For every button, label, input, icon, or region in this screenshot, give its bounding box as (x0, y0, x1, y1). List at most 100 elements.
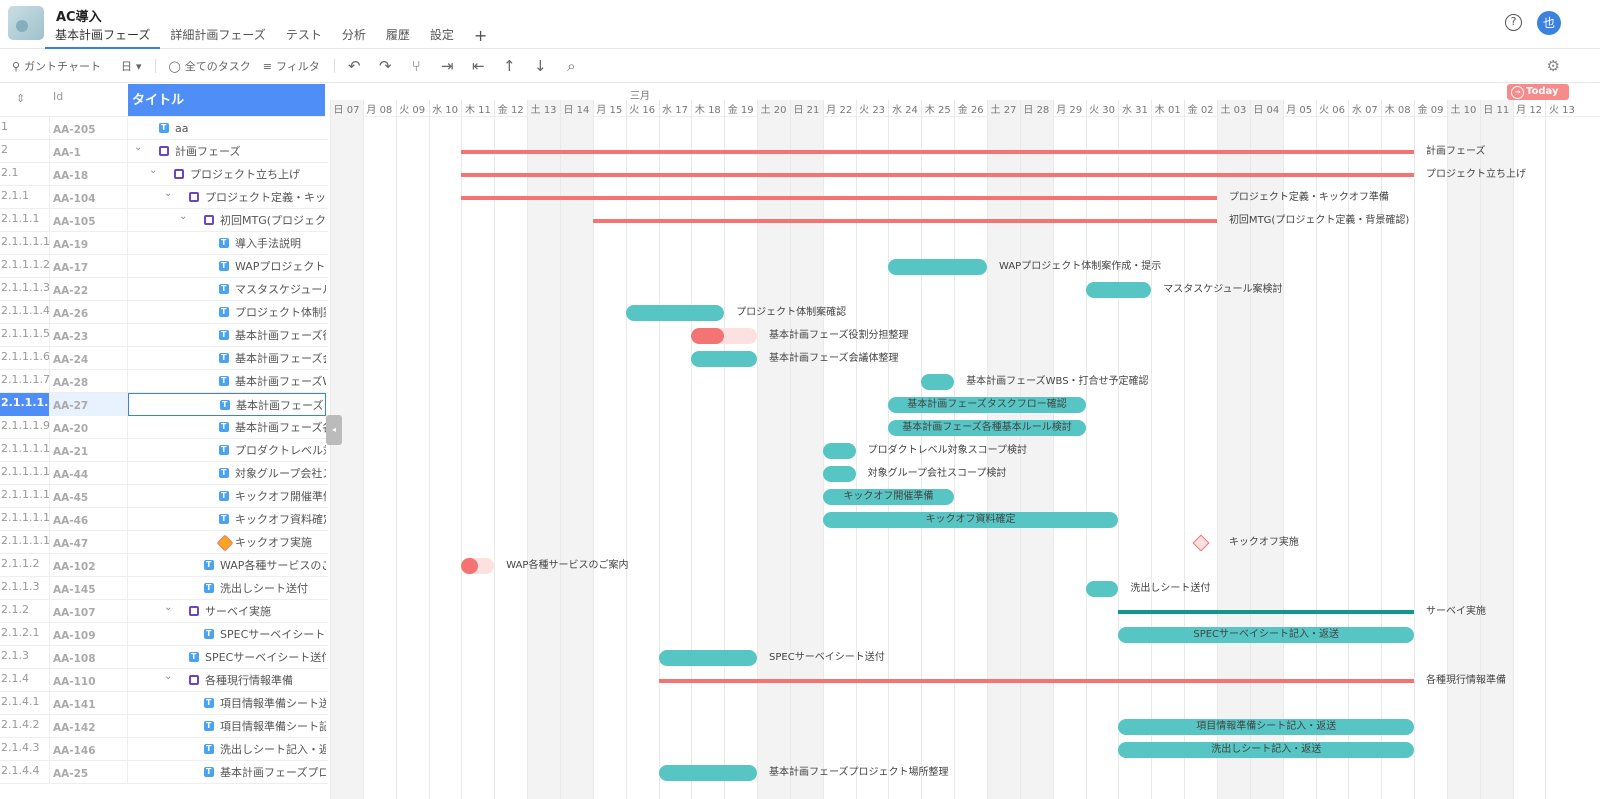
task-title-cell[interactable]: 基本計画フェーズ各種基本ルール検討 (128, 416, 326, 439)
task-bar[interactable]: 基本計画フェーズ各種基本ルール検討 (888, 419, 1086, 436)
table-row[interactable]: 2.1.1.1.11AA-44対象グループ会社スコープ検討 (0, 462, 328, 485)
filter-button[interactable]: ≡フィルタ (262, 59, 320, 74)
task-bar[interactable] (691, 327, 758, 344)
task-bar[interactable]: 項目情報準備シート記入・返送 (1118, 718, 1415, 735)
task-title-cell[interactable]: SPECサーベイシート記入・返送 (128, 623, 326, 646)
task-bar[interactable]: キックオフ開催準備 (822, 488, 955, 505)
task-title-cell[interactable]: キックオフ開催準備 (128, 485, 326, 508)
summary-bar[interactable] (461, 195, 1217, 200)
column-header-title[interactable]: タイトル (128, 84, 325, 117)
task-bar[interactable] (1085, 580, 1119, 597)
task-bar[interactable] (658, 764, 758, 781)
chevron-down-icon[interactable]: ⌄ (149, 165, 158, 176)
add-tab-button[interactable]: + (473, 26, 488, 45)
table-row[interactable]: 2.1.1.1.4AA-26プロジェクト体制案確認 (0, 301, 328, 324)
tab-test[interactable]: テスト (285, 28, 322, 42)
table-row[interactable]: 2.1.1.1.6AA-24基本計画フェーズ会議体整理 (0, 347, 328, 370)
chevron-down-icon[interactable]: ⌄ (164, 602, 173, 613)
outdent-icon[interactable]: ⇤ (472, 57, 485, 75)
task-title-cell[interactable]: 基本計画フェーズ会議体整理 (128, 347, 326, 370)
summary-bar[interactable] (592, 218, 1217, 223)
column-header-id[interactable]: Id (50, 84, 128, 117)
table-row[interactable]: 2.1.3AA-108SPECサーベイシート送付 (0, 646, 328, 669)
summary-bar[interactable] (658, 678, 1415, 683)
table-row[interactable]: 2.1.2.1AA-109SPECサーベイシート記入・返送 (0, 623, 328, 646)
task-bar[interactable] (1085, 281, 1152, 298)
task-title-cell[interactable]: ⌄プロジェクト定義・キックオフ準備 (128, 186, 326, 209)
table-row[interactable]: 2.1.1AA-104⌄プロジェクト定義・キックオフ準備 (0, 186, 328, 209)
task-title-cell[interactable]: 洗出しシート送付 (128, 577, 326, 600)
tab-analysis[interactable]: 分析 (341, 28, 366, 42)
tab-history[interactable]: 履歴 (385, 28, 410, 42)
task-bar[interactable] (921, 373, 955, 390)
sort-toggle[interactable]: ⇕ (0, 84, 50, 117)
table-row[interactable]: 2.1.1.1.5AA-23基本計画フェーズ役割分担整理 (0, 324, 328, 347)
table-row[interactable]: 2.1.4.2AA-142項目情報準備シート記入・返送 (0, 715, 328, 738)
splitter-handle[interactable]: ◂ (326, 415, 342, 445)
task-title-cell[interactable]: 項目情報準備シート記入・返送 (128, 715, 326, 738)
task-title-cell[interactable]: 導入手法説明 (128, 232, 326, 255)
move-up-icon[interactable]: ↑ (503, 57, 516, 75)
task-bar[interactable]: 基本計画フェーズタスクフロー確認 (888, 396, 1086, 413)
tab-settings[interactable]: 設定 (429, 28, 454, 42)
table-row[interactable]: 2.1.1.1.3AA-22マスタスケジュール案検討 (0, 278, 328, 301)
table-row[interactable]: 2.1.1.1.2AA-17WAPプロジェクト体制案作成・提示 (0, 255, 328, 278)
gear-icon[interactable]: ⚙ (1546, 57, 1560, 75)
task-title-cell[interactable]: WAPプロジェクト体制案作成・提示 (128, 255, 326, 278)
task-title-cell[interactable]: ⌄プロジェクト立ち上げ (128, 163, 326, 186)
avatar[interactable]: 也 (1537, 11, 1561, 35)
task-title-cell[interactable]: キックオフ資料確定 (128, 508, 326, 531)
task-title-cell[interactable]: プロジェクト体制案確認 (128, 301, 326, 324)
table-row[interactable]: 2.1.1.1.1AA-19導入手法説明 (0, 232, 328, 255)
table-row[interactable]: 2.1.4.1AA-141項目情報準備シート送付 (0, 692, 328, 715)
redo-icon[interactable]: ↷ (379, 57, 392, 75)
task-title-cell[interactable]: プロダクトレベル対象スコープ検討 (128, 439, 326, 462)
table-row[interactable]: 2.1.4.4AA-25基本計画フェーズプロジェクト場所整理 (0, 761, 328, 784)
summary-bar[interactable] (461, 172, 1415, 177)
task-title-cell[interactable]: 洗出しシート記入・返送 (128, 738, 326, 761)
all-tasks-button[interactable]: ◯全てのタスク (168, 59, 251, 74)
table-row[interactable]: 2.1.1.1.8AA-27基本計画フェーズタスクフロー確認 (0, 393, 328, 416)
task-bar[interactable] (822, 442, 856, 459)
today-button[interactable]: Today (1507, 84, 1569, 100)
table-row[interactable]: 2.1.4.3AA-146洗出しシート記入・返送 (0, 738, 328, 761)
task-bar[interactable] (822, 465, 856, 482)
table-row[interactable]: 1AA-205aa (0, 117, 328, 140)
table-row[interactable]: 2.1.1.1AA-105⌄初回MTG(プロジェクト定義・背景確認) (0, 209, 328, 232)
task-title-cell[interactable]: SPECサーベイシート送付 (128, 646, 326, 669)
scale-select[interactable]: 日▾ (120, 59, 142, 74)
task-title-cell[interactable]: WAP各種サービスのご案内 (128, 554, 326, 577)
view-switch-button[interactable]: ⚲ガントチャート (12, 59, 101, 74)
task-bar[interactable] (888, 258, 987, 275)
indent-icon[interactable]: ⇥ (441, 57, 454, 75)
tab-detail-plan[interactable]: 詳細計画フェーズ (170, 28, 266, 42)
task-title-cell[interactable]: キックオフ実施 (128, 531, 326, 554)
task-title-cell[interactable]: マスタスケジュール案検討 (128, 278, 326, 301)
task-bar[interactable]: SPECサーベイシート記入・返送 (1118, 626, 1415, 643)
add-subtask-icon[interactable]: ⑂ (411, 57, 421, 75)
table-row[interactable]: 2.1.1.1.13AA-46キックオフ資料確定 (0, 508, 328, 531)
task-title-cell[interactable]: 対象グループ会社スコープ検討 (128, 462, 326, 485)
chevron-down-icon[interactable]: ⌄ (164, 671, 173, 682)
task-bar[interactable] (658, 649, 758, 666)
summary-bar[interactable] (1118, 609, 1415, 614)
tab-basic-plan[interactable]: 基本計画フェーズ (45, 27, 161, 49)
task-title-cell[interactable]: ⌄計画フェーズ (128, 140, 326, 163)
task-bar[interactable]: 洗出しシート記入・返送 (1118, 741, 1415, 758)
help-icon[interactable]: ? (1505, 14, 1522, 31)
task-title-cell[interactable]: ⌄サーベイ実施 (128, 600, 326, 623)
task-title-cell[interactable]: 基本計画フェーズ役割分担整理 (128, 324, 326, 347)
task-title-cell[interactable]: 基本計画フェーズプロジェクト場所整理 (128, 761, 326, 784)
chevron-down-icon[interactable]: ⌄ (134, 142, 143, 153)
task-bar[interactable] (625, 304, 725, 321)
table-row[interactable]: 2.1.1.3AA-145洗出しシート送付 (0, 577, 328, 600)
task-bar[interactable] (461, 557, 495, 574)
summary-bar[interactable] (461, 149, 1415, 154)
task-title-cell[interactable]: 基本計画フェーズWBS・打合せ予定確認 (128, 370, 326, 393)
search-icon[interactable]: ⌕ (567, 57, 576, 75)
